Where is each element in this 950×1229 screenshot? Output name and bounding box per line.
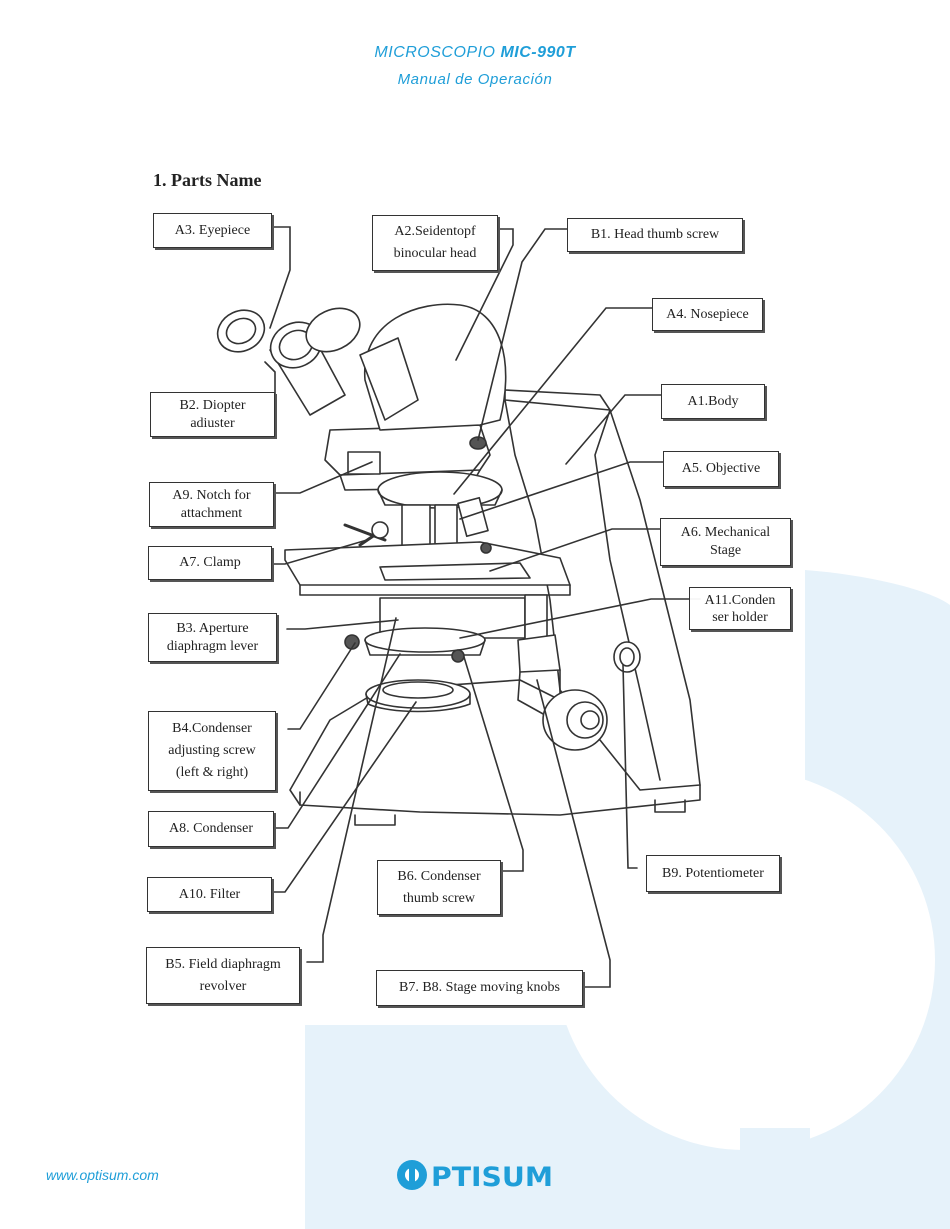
label-a5-objective: A5. Objective	[663, 451, 779, 487]
label-a4-nosepiece: A4. Nosepiece	[652, 298, 763, 331]
label-b2-diopter-adjuster: B2. Diopter adiuster	[150, 392, 275, 437]
label-a9-notch-for-attachment: A9. Notch for attachment	[149, 482, 274, 527]
label-a6-mechanical-stage: A6. Mechanical Stage	[660, 518, 791, 566]
label-b3-aperture-diaphragm-lever: B3. Aperture diaphragm lever	[148, 613, 277, 662]
label-a8-condenser: A8. Condenser	[148, 811, 274, 847]
label-b1-head-thumb-screw: B1. Head thumb screw	[567, 218, 743, 252]
footer-website: www.optisum.com	[46, 1167, 159, 1183]
label-a11-condenser-holder: A11.Conden ser holder	[689, 587, 791, 630]
label-b4-condenser-adjusting-screw: B4.Condenser adjusting screw (left & rig…	[148, 711, 276, 791]
label-b9-potentiometer: B9. Potentiometer	[646, 855, 780, 892]
label-a10-filter: A10. Filter	[147, 877, 272, 912]
document-subtitle: Manual de Operación	[397, 71, 553, 88]
label-a7-clamp: A7. Clamp	[148, 546, 272, 580]
label-b6-condenser-thumb-screw: B6. Condenser thumb screw	[377, 860, 501, 915]
label-b5-field-diaphragm-revolver: B5. Field diaphragm revolver	[146, 947, 300, 1004]
svg-text:PTISUM: PTISUM	[431, 1162, 553, 1193]
label-a2-binocular-head: A2.Seidentopf binocular head	[372, 215, 498, 271]
optisum-logo: PTISUM	[397, 1160, 553, 1193]
section-title: 1. Parts Name	[153, 170, 262, 190]
label-a1-body: A1.Body	[661, 384, 765, 419]
label-a3-eyepiece: A3. Eyepiece	[153, 213, 272, 248]
label-b7-b8-stage-moving-knobs: B7. B8. Stage moving knobs	[376, 970, 583, 1006]
document-title: MICROSCOPIO MIC-990T	[374, 44, 576, 61]
